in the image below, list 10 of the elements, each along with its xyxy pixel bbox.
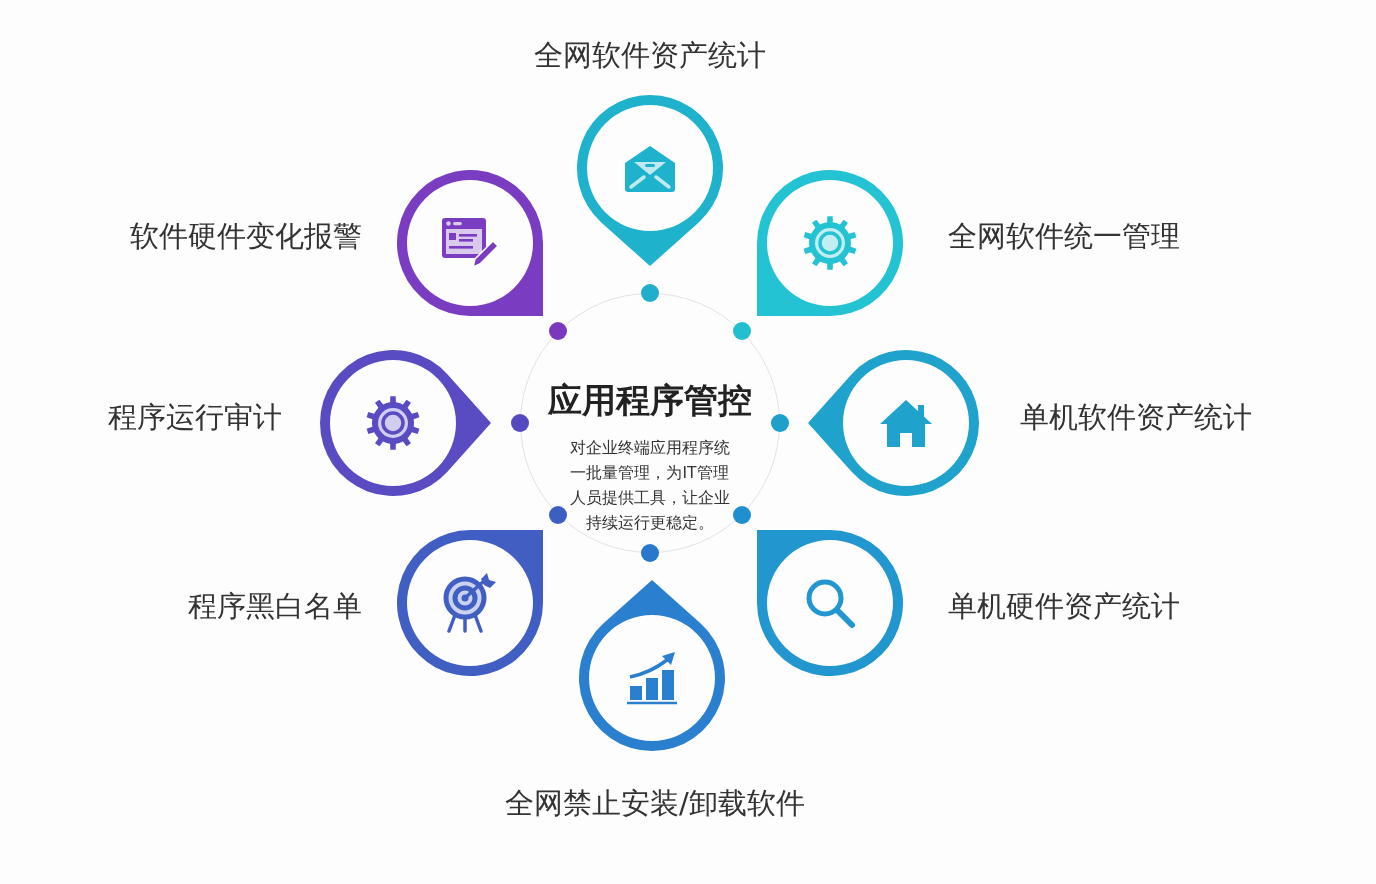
feature-label: 单机硬件资产统计 <box>948 588 1180 624</box>
feature-label: 程序黑白名单 <box>188 588 362 624</box>
description-text: 对企业终端应用程序统一批量管理，为IT管理人员提供工具，让企业持续运行更稳定。 <box>568 438 731 534</box>
feature-label: 全网禁止安装/卸载软件 <box>505 785 805 821</box>
feature-label: 全网软件统一管理 <box>948 218 1180 254</box>
feature-label: 全网软件资产统计 <box>534 37 766 73</box>
feature-label: 单机软件资产统计 <box>1020 399 1252 435</box>
hub-title: 应用程序管控 <box>546 379 753 422</box>
feature-label: 软件硬件变化报警 <box>130 218 362 254</box>
feature-label: 程序运行审计 <box>108 399 282 435</box>
